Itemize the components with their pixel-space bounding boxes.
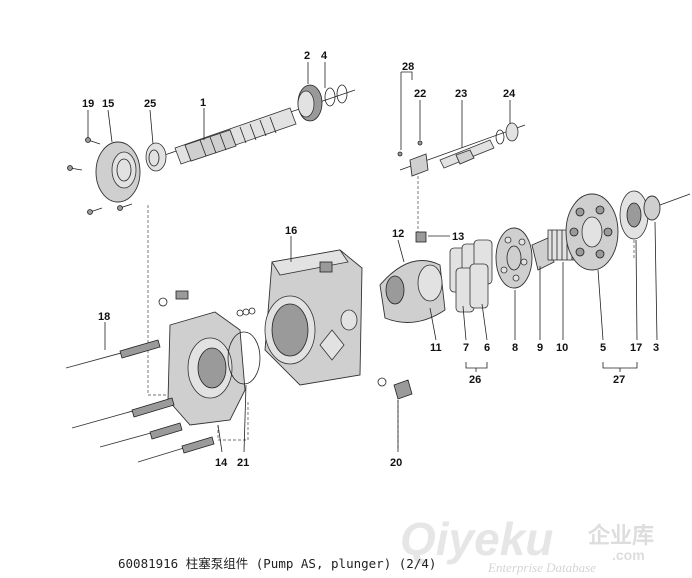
callout-20: 20	[390, 457, 402, 469]
snap-ring	[336, 84, 348, 104]
pump-housing	[264, 249, 363, 386]
callout-27: 27	[613, 374, 625, 386]
watermark-subtitle: Enterprise Database	[487, 560, 596, 575]
gasket	[227, 331, 261, 385]
adjust-nut	[505, 122, 519, 142]
snap-ring	[324, 87, 336, 107]
callout-8: 8	[512, 342, 518, 354]
callout-15: 15	[102, 98, 114, 110]
plug	[175, 290, 189, 300]
flange-cover	[95, 141, 141, 203]
adjust-screw	[439, 139, 495, 169]
drain-plug	[393, 379, 413, 400]
callout-1: 1	[200, 97, 206, 109]
callout-5: 5	[600, 342, 606, 354]
callout-9: 9	[537, 342, 543, 354]
rear-bearing	[643, 193, 691, 221]
callout-21: 21	[237, 457, 249, 469]
shaft-bearing	[297, 84, 323, 122]
callout-25: 25	[144, 98, 156, 110]
cover-screws	[67, 137, 133, 215]
figure-caption: 60081916 柱塞泵组件 (Pump AS, plunger) (2/4)	[118, 556, 437, 571]
watermark-dotcom: .com	[612, 547, 645, 563]
drive-shaft	[174, 107, 297, 165]
end-cover	[167, 311, 246, 426]
callout-11: 11	[430, 342, 442, 354]
callout-2: 2	[304, 50, 310, 62]
piston-set	[449, 239, 493, 313]
callout-28: 28	[402, 61, 414, 73]
callout-19: 19	[82, 98, 94, 110]
housing-bolts	[65, 339, 215, 463]
callout-16: 16	[285, 225, 297, 237]
callout-10: 10	[556, 342, 568, 354]
cylinder-block	[565, 193, 619, 271]
callout-7: 7	[463, 342, 469, 354]
callout-18: 18	[98, 311, 110, 323]
callout-22: 22	[414, 88, 426, 100]
valve-plate	[619, 190, 649, 240]
callout-3: 3	[653, 342, 659, 354]
pin	[415, 231, 427, 243]
callout-24: 24	[503, 88, 516, 100]
swash-plate	[379, 260, 446, 323]
adjust-block	[397, 140, 429, 177]
callout-12: 12	[392, 228, 404, 240]
watermark-logo: Qiyeku 企业库 .com Enterprise Database	[400, 513, 654, 575]
retainer-plate	[495, 227, 533, 289]
leader-lines	[87, 62, 658, 453]
callout-23: 23	[455, 88, 467, 100]
callout-26: 26	[469, 374, 481, 386]
callout-4: 4	[321, 50, 328, 62]
callout-13: 13	[452, 231, 464, 243]
callout-14: 14	[215, 457, 228, 469]
callout-labels: 19 15 25 1 2 4 28 22 23 24 12 13 16 18 1…	[82, 50, 659, 469]
callout-6: 6	[484, 342, 490, 354]
watermark-cn: 企业库	[587, 523, 654, 549]
callout-17: 17	[630, 342, 642, 354]
watermark-brand: Qiyeku	[400, 513, 553, 565]
